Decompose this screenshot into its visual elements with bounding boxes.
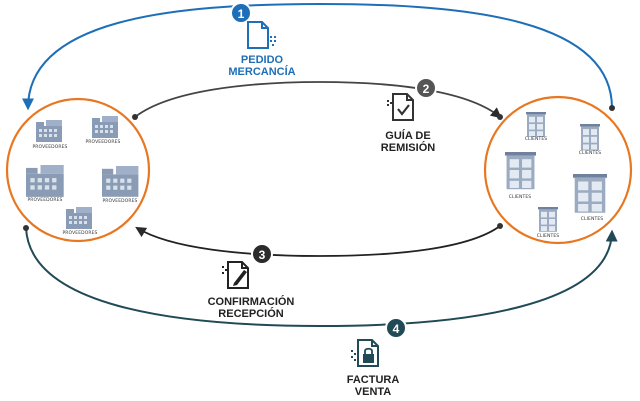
step-1-label: PEDIDO MERCANCÍA bbox=[222, 54, 302, 78]
step-4-badge: 4 bbox=[385, 317, 407, 339]
client-label-2: CLIENTES bbox=[578, 151, 602, 156]
step-4-line2: VENTA bbox=[354, 386, 392, 398]
pedido-flow-arrow bbox=[22, 2, 613, 111]
step-3-line1: CONFIRMACIÓN bbox=[207, 296, 295, 308]
client-label-4: CLIENTES bbox=[580, 217, 604, 222]
client-label-5: CLIENTES bbox=[536, 234, 560, 239]
document-check-icon bbox=[387, 93, 414, 121]
client-building-4 bbox=[573, 174, 607, 213]
supplier-building-4 bbox=[102, 166, 139, 197]
supplier-label-2: PROVEEDORES bbox=[85, 140, 121, 145]
supplier-building-1 bbox=[36, 120, 62, 142]
step-3-badge: 3 bbox=[251, 243, 273, 265]
guia-flow-arrow bbox=[134, 81, 502, 119]
confirmacion-flow-arrow bbox=[135, 225, 501, 257]
client-label-3: CLIENTES bbox=[508, 195, 532, 200]
document-pen-icon bbox=[222, 261, 249, 289]
step-1-line1: PEDIDO bbox=[240, 54, 284, 66]
step-4-line1: FACTURA bbox=[346, 374, 400, 386]
supplier-label-1: PROVEEDORES bbox=[32, 145, 68, 150]
svg-text:2: 2 bbox=[423, 82, 430, 96]
supplier-building-3 bbox=[26, 165, 64, 197]
step-4-label: FACTURA VENTA bbox=[338, 374, 408, 398]
factura-flow-arrow bbox=[25, 227, 618, 328]
client-building-2 bbox=[580, 124, 600, 151]
svg-text:1: 1 bbox=[238, 7, 245, 21]
client-building-3 bbox=[505, 152, 536, 190]
supplier-label-3: PROVEEDORES bbox=[27, 198, 63, 203]
supplier-building-5 bbox=[66, 207, 92, 229]
supplier-label-4: PROVEEDORES bbox=[102, 199, 138, 204]
supplier-building-2 bbox=[92, 116, 118, 138]
client-building-1 bbox=[526, 112, 546, 137]
supplier-label-5: PROVEEDORES bbox=[62, 231, 98, 236]
client-building-5 bbox=[538, 207, 558, 232]
step-2-line1: GUÍA DE bbox=[385, 130, 431, 142]
step-1-line2: MERCANCÍA bbox=[228, 66, 296, 78]
step-2-label: GUÍA DE REMISIÓN bbox=[368, 130, 448, 154]
svg-text:4: 4 bbox=[393, 322, 400, 336]
document-icon bbox=[247, 21, 276, 49]
step-3-line2: RECEPCIÓN bbox=[218, 308, 284, 320]
document-lock-icon bbox=[351, 339, 379, 367]
step-1-badge: 1 bbox=[230, 2, 252, 24]
client-label-1: CLIENTES bbox=[524, 137, 548, 142]
step-3-label: CONFIRMACIÓN RECEPCIÓN bbox=[196, 296, 306, 320]
step-2-line2: REMISIÓN bbox=[380, 142, 436, 154]
step-2-badge: 2 bbox=[415, 77, 437, 99]
svg-text:3: 3 bbox=[259, 248, 266, 262]
